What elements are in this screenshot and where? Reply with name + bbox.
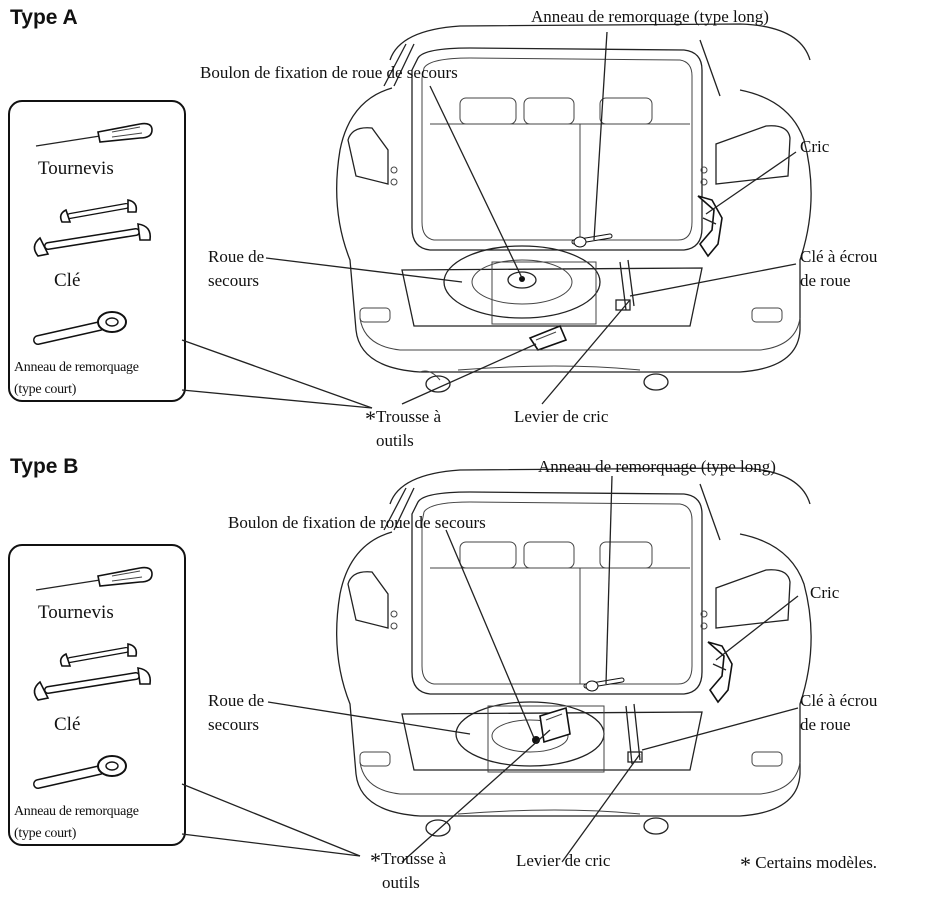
type-a-screwdriver-label: Tournevis <box>38 158 114 179</box>
asterisk: * <box>365 406 376 431</box>
type-b-car-rear-view <box>336 467 812 837</box>
type-b-spare-label-2: secours <box>208 715 259 734</box>
type-a-toolkit-label-1: *Trousse à <box>365 406 442 431</box>
type-b-spare-bolt-label: Boulon de fixation de roue de secours <box>228 513 486 532</box>
type-b-tool-box <box>8 544 186 846</box>
wrench-icon <box>33 643 152 701</box>
footnote: * Certains modèles. <box>740 852 877 878</box>
type-a-toolbox-pointer <box>181 339 373 409</box>
type-b-toolkit-label-1: *Trousse à <box>370 848 447 873</box>
footnote-text: Certains modèles. <box>755 853 878 872</box>
type-a-tow-short-label-1: Anneau de remorquage <box>14 360 139 375</box>
type-b-toolbox-pointer <box>181 783 361 857</box>
type-a-spare-label-2: secours <box>208 271 259 290</box>
type-a-toolkit-label-2: outils <box>376 431 414 450</box>
type-b-spare-label-1: Roue de <box>208 691 265 710</box>
type-a-tool-box <box>8 100 186 402</box>
type-b-lug-wrench-label-1: Clé à écrou <box>800 691 878 710</box>
type-a-heading: Type A <box>10 6 78 29</box>
tow-hook-short-icon <box>33 311 127 345</box>
type-a-spare-label-1: Roue de <box>208 247 265 266</box>
asterisk: * <box>370 848 381 873</box>
screwdriver-icon <box>35 122 153 147</box>
type-b-wrench-label: Clé <box>54 714 81 735</box>
type-a-leader-lines <box>265 31 797 405</box>
tow-hook-short-icon <box>33 755 127 789</box>
type-b-jack-label: Cric <box>810 583 840 602</box>
type-a-tow-long-label: Anneau de remorquage (type long) <box>531 7 769 26</box>
type-b-tow-long-label: Anneau de remorquage (type long) <box>538 457 776 476</box>
type-b-leader-lines <box>267 475 799 863</box>
type-a-lug-wrench-label-1: Clé à écrou <box>800 247 878 266</box>
type-b-lug-wrench-label-2: de roue <box>800 715 851 734</box>
type-a-car-rear-view <box>336 23 812 393</box>
type-a-jack-lever-label: Levier de cric <box>514 407 609 426</box>
type-b-screwdriver-label: Tournevis <box>38 602 114 623</box>
type-b-tow-short-label-1: Anneau de remorquage <box>14 804 139 819</box>
type-a-lug-wrench-label-2: de roue <box>800 271 851 290</box>
type-a-spare-bolt-label: Boulon de fixation de roue de secours <box>200 63 458 82</box>
type-a-jack-label: Cric <box>800 137 830 156</box>
footnote-asterisk: * <box>740 852 751 877</box>
type-b-jack-lever-label: Levier de cric <box>516 851 611 870</box>
type-b-toolkit-label-2: outils <box>382 873 420 892</box>
screwdriver-icon <box>35 566 153 591</box>
type-b-tow-short-label-2: (type court) <box>14 826 77 841</box>
wrench-icon <box>33 199 152 257</box>
type-b-heading: Type B <box>10 455 79 478</box>
type-a-wrench-label: Clé <box>54 270 81 291</box>
type-a-tow-short-label-2: (type court) <box>14 382 77 397</box>
